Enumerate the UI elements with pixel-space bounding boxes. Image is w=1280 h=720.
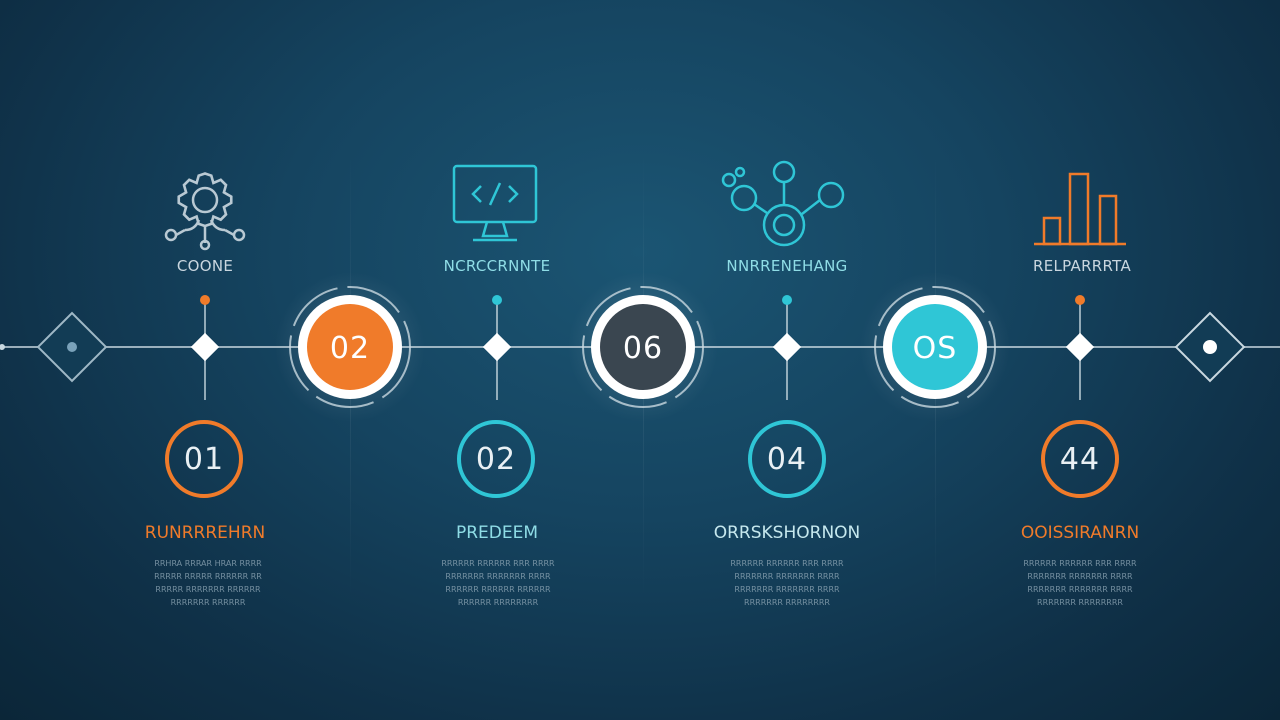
stage-4-label: RELPARRRTA (1032, 257, 1132, 275)
milestone-2: 06 (568, 272, 718, 422)
stage-2-number: 02 (457, 420, 535, 498)
milestone-2-fill (600, 304, 686, 390)
stage-node-2 (482, 295, 512, 400)
stage-node-4 (1065, 295, 1095, 400)
stage-node-3 (772, 295, 802, 400)
milestone-3-fill (892, 304, 978, 390)
monitor-code-icon (452, 164, 538, 242)
milestone-3: OS (860, 272, 1010, 422)
milestone-1-label: 02 (330, 331, 370, 366)
stage-3-number: 04 (748, 420, 826, 498)
timeline-start-diamond (36, 311, 108, 383)
stage-4-title: OOISSIRANRN (1020, 523, 1140, 543)
timeline-start-dot (0, 344, 5, 350)
stage-1-label: COONE (176, 257, 234, 275)
network-nodes-icon (721, 160, 845, 247)
stage-3-title: ORRSKSHORNON (713, 523, 861, 543)
milestone-1-fill (307, 304, 393, 390)
stage-2-title: PREDEEM (455, 523, 539, 543)
bar-chart-icon (1034, 172, 1126, 246)
stage-1-number: 01 (165, 420, 243, 498)
stage-1-title: RUNRRREHRN (144, 523, 266, 543)
milestone-2-label: 06 (623, 331, 663, 366)
milestone-1: 02 (275, 272, 425, 422)
stage-3-label: NNRRENEHANG (726, 257, 848, 275)
stage-2-label: NCRCCRNNTE (443, 257, 551, 275)
stage-node-1 (190, 295, 220, 400)
gear-network-icon (164, 172, 246, 251)
milestone-3-label: OS (913, 331, 958, 366)
timeline-end-diamond (1174, 311, 1246, 383)
stage-4-number: 44 (1041, 420, 1119, 498)
